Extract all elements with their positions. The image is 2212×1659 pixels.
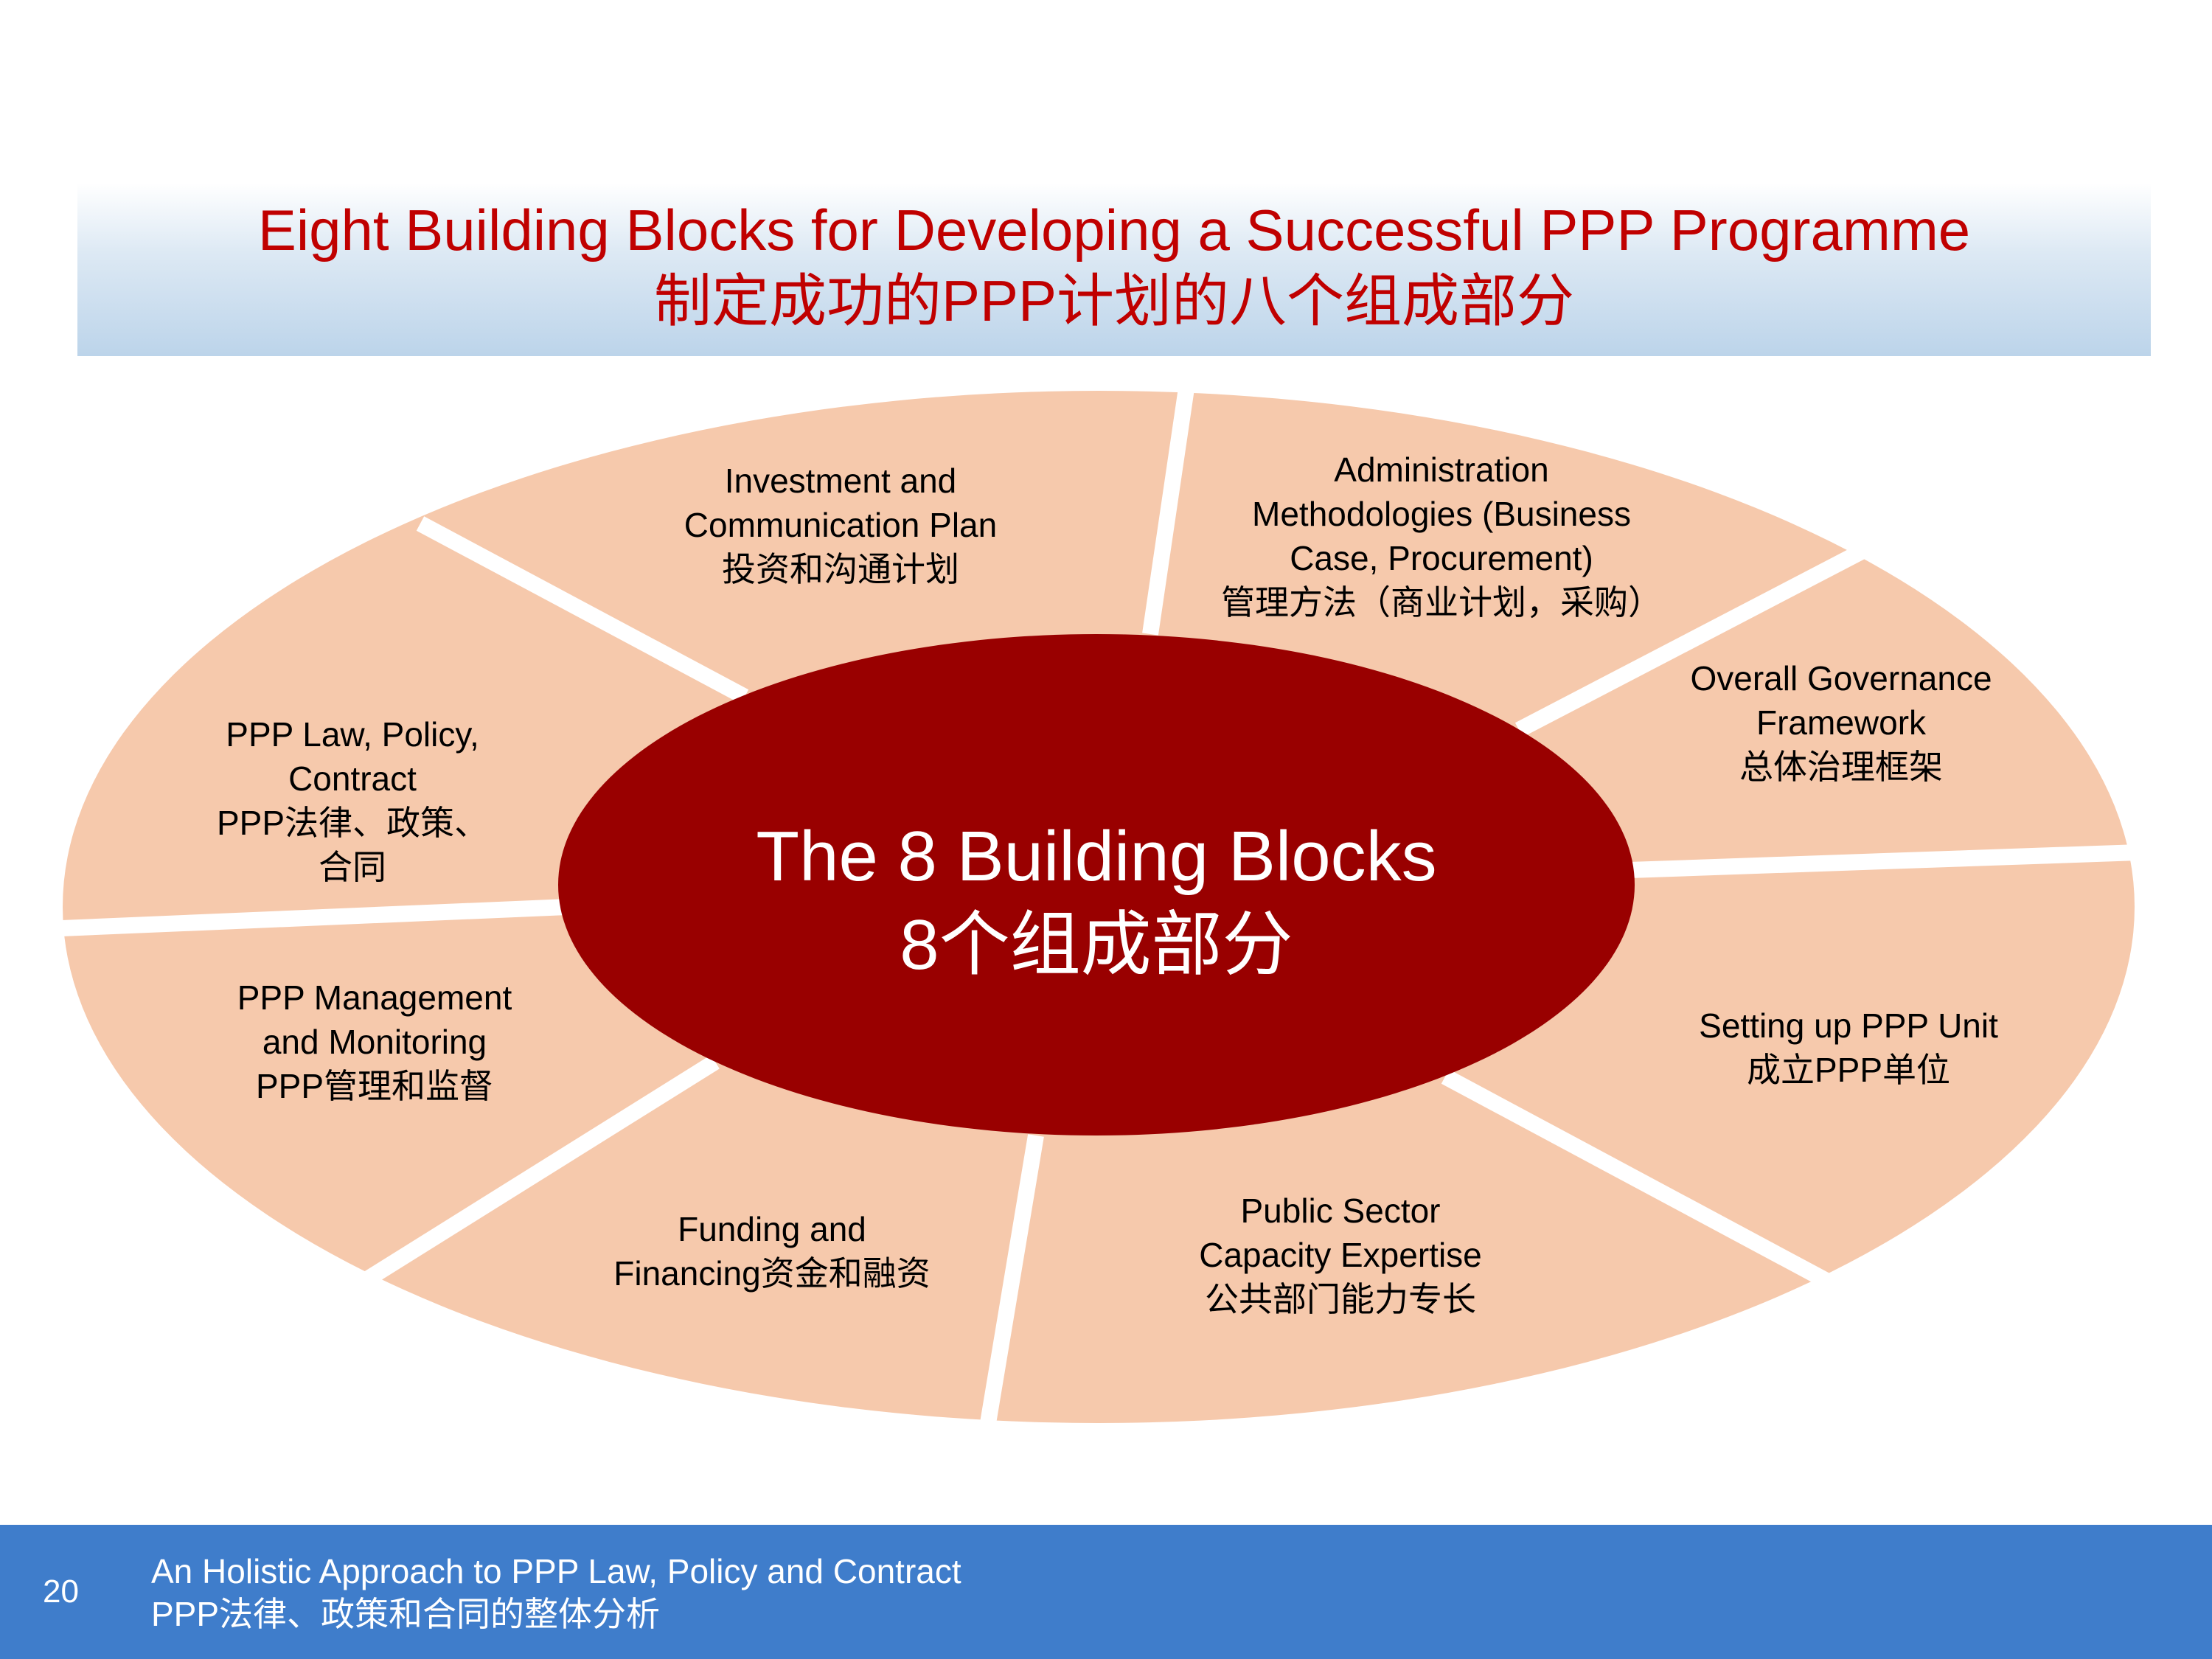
segment-label-line: Communication Plan <box>684 506 998 544</box>
segment-label-line: 管理方法（商业计划，采购） <box>1221 583 1662 622</box>
segment-label-line: Capacity Expertise <box>1199 1236 1482 1274</box>
segment-label-line: Funding and <box>678 1210 866 1248</box>
center-label: The 8 Building Blocks 8个组成部分 <box>756 813 1436 990</box>
segment-label-line: Case, Procurement) <box>1290 539 1593 577</box>
divider-3 <box>1629 844 2161 878</box>
divider-1 <box>1142 382 1195 636</box>
divider-7 <box>44 899 568 937</box>
segment-label-line: 公共部门能力专长 <box>1205 1280 1476 1318</box>
segment-label-line: Financing资金和融资 <box>613 1254 931 1293</box>
segment-label-line: and Monitoring <box>262 1023 487 1061</box>
segment-label-line: 合同 <box>318 848 386 886</box>
center-title-english: The 8 Building Blocks <box>756 817 1437 896</box>
footer-text: An Holistic Approach to PPP Law, Policy … <box>151 1550 961 1635</box>
divider-6 <box>357 1054 720 1290</box>
footer-line-chinese: PPP法律、政策和合同的整体分析 <box>151 1595 661 1633</box>
segment-label-line: Public Sector <box>1240 1192 1441 1230</box>
segment-label-line: 总体治理框架 <box>1739 748 1943 786</box>
page-number: 20 <box>43 1573 79 1610</box>
segment-ppp-unit: Setting up PPP Unit 成立PPP单位 <box>1699 1004 1998 1092</box>
segment-label-line: PPP Law, Policy, <box>226 715 479 754</box>
center-ellipse <box>558 634 1635 1135</box>
segment-dividers <box>44 382 2161 1447</box>
segment-label-line: Framework <box>1756 703 1927 742</box>
title-english: Eight Building Blocks for Developing a S… <box>257 198 1971 262</box>
footer-bar: 20 An Holistic Approach to PPP Law, Poli… <box>0 1525 2212 1659</box>
title-chinese: 制定成功的PPP计划的八个组成部分 <box>653 268 1575 333</box>
divider-2 <box>1514 538 1877 737</box>
segment-label-line: Contract <box>288 759 417 798</box>
divider-8 <box>416 516 749 704</box>
segment-label-line: Administration <box>1334 451 1549 489</box>
segment-label-line: 投资和沟通计划 <box>721 550 959 588</box>
segment-label-line: PPP管理和监督 <box>255 1067 494 1105</box>
segment-label-line: PPP Management <box>237 978 512 1017</box>
segment-label-line: Methodologies (Business <box>1252 495 1631 533</box>
segment-label-line: Setting up PPP Unit <box>1699 1006 1998 1045</box>
center-title-chinese: 8个组成部分 <box>900 905 1293 984</box>
segment-label-line: 成立PPP单位 <box>1746 1051 1951 1089</box>
segment-label-line: PPP法律、政策、 <box>216 804 489 842</box>
segment-label-line: Overall Governance <box>1690 659 1992 698</box>
segment-label-line: Investment and <box>724 462 957 500</box>
divider-5 <box>976 1134 1044 1447</box>
title-banner: Eight Building Blocks for Developing a S… <box>77 183 2151 356</box>
divider-4 <box>1441 1069 1863 1305</box>
footer-line-english: An Holistic Approach to PPP Law, Policy … <box>151 1552 961 1590</box>
